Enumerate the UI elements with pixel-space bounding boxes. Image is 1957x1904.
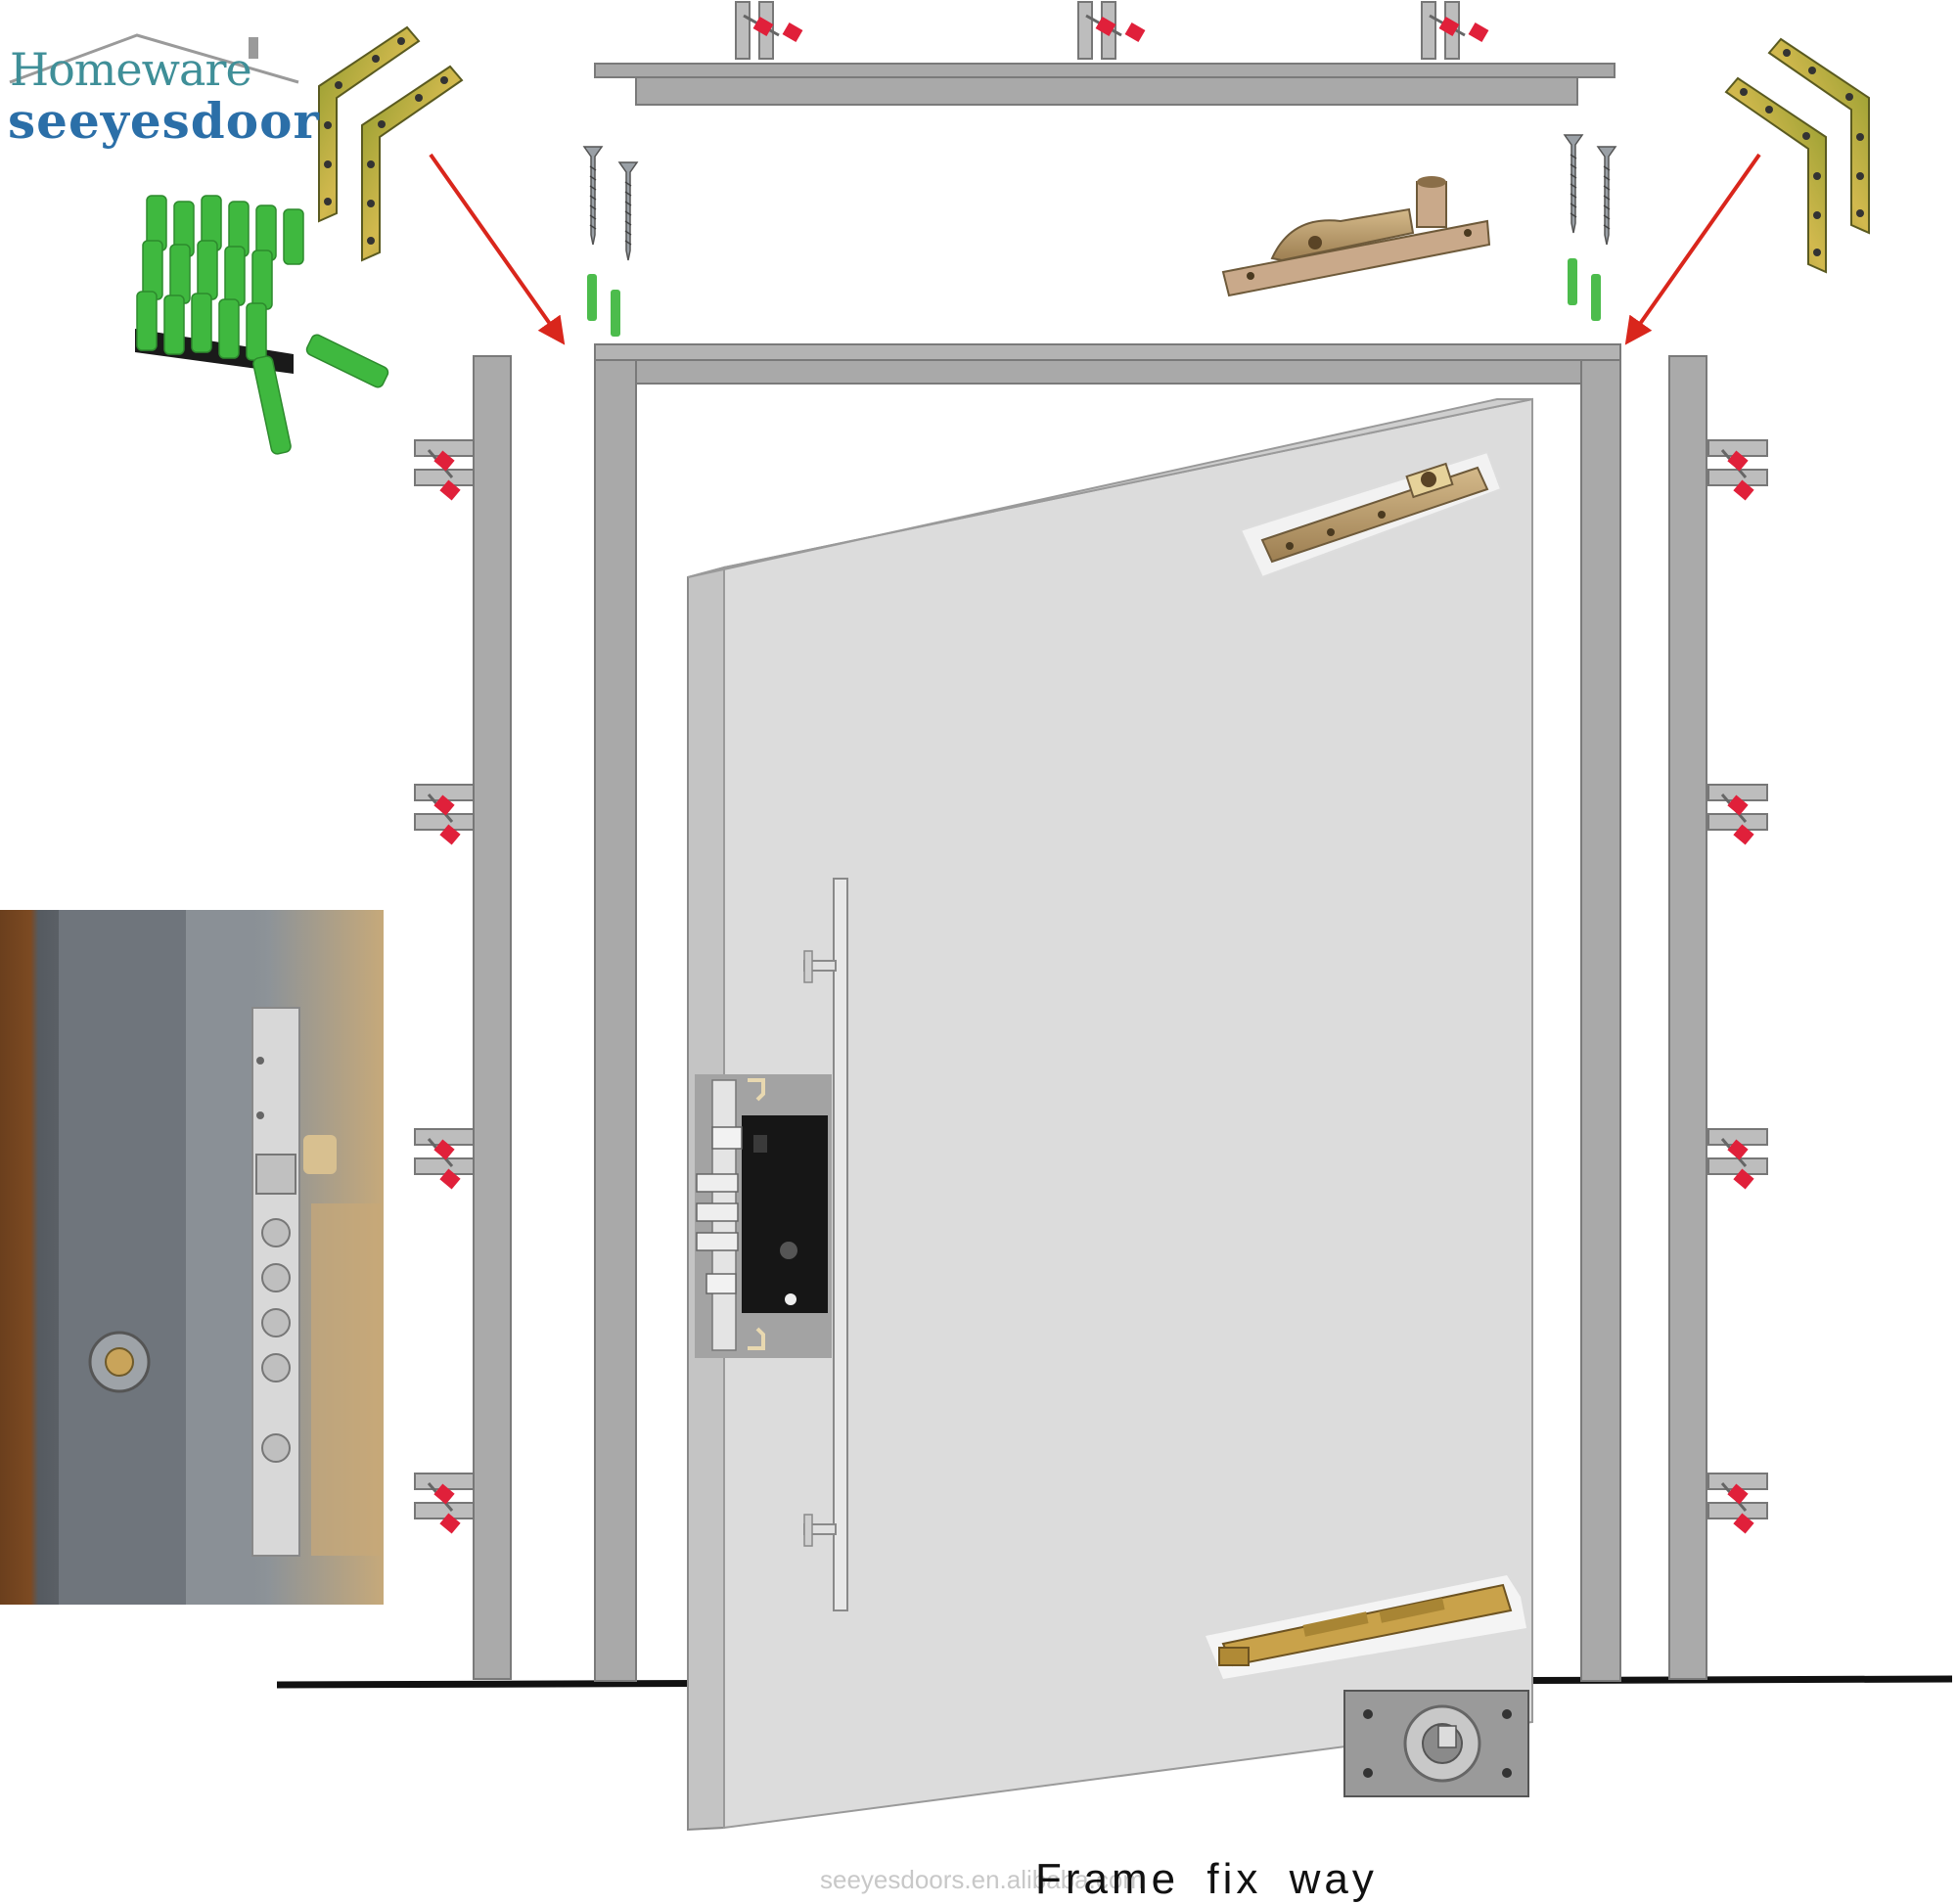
top-pivot-hinge	[1239, 450, 1503, 579]
frame-anchor-bolt	[1420, 0, 1490, 61]
screw	[583, 146, 603, 246]
frame-anchor-bolt	[1076, 0, 1147, 61]
frame-anchor-bolt	[1707, 1472, 1769, 1536]
logo-homeware-text: Homeware	[10, 43, 252, 96]
bottom-pivot-hinge	[1206, 1575, 1526, 1679]
watermark-text: seeyesdoors.en.alibaba.com	[820, 1865, 1144, 1894]
frame-anchor-bolt	[413, 1472, 476, 1536]
head-frame-exploded	[594, 63, 1616, 106]
angle-bracket	[361, 66, 463, 261]
arrow-icon	[1624, 153, 1761, 345]
right-jamb	[1580, 359, 1621, 1682]
screw	[618, 161, 638, 261]
screws-left	[583, 146, 638, 337]
screw	[1564, 134, 1583, 234]
right-jamb-exploded	[1668, 355, 1707, 1680]
left-jamb-exploded	[473, 355, 512, 1680]
plastic-wall-plug	[587, 274, 597, 321]
angle-brackets-right	[1725, 38, 1870, 273]
plastic-wall-plug	[1568, 258, 1577, 305]
frame-anchor-bolt	[413, 438, 476, 503]
frame-anchor-bolt	[413, 783, 476, 847]
diagram-caption: Frame fix way	[1035, 1855, 1378, 1903]
frame-anchor-bolt	[734, 0, 804, 61]
mortise-lock	[695, 1074, 832, 1358]
frame-anchor-bolt	[413, 1127, 476, 1192]
frame-anchor-bolt	[1707, 438, 1769, 503]
angle-bracket	[1725, 77, 1827, 273]
wall-plug-pack	[135, 195, 389, 455]
plastic-wall-plug	[611, 290, 620, 337]
frame-anchor-bolt	[1707, 1127, 1769, 1192]
angle-brackets-left	[318, 26, 463, 261]
floor-pivot-plate	[1343, 1690, 1529, 1797]
screws-right	[1564, 134, 1616, 321]
top-pivot-hinge-exploded	[1221, 176, 1491, 297]
pull-handle	[803, 878, 848, 1611]
lock-photo	[0, 910, 384, 1605]
head-frame	[594, 343, 1621, 385]
plastic-wall-plug	[1591, 274, 1601, 321]
screw	[1597, 146, 1616, 246]
left-jamb	[594, 359, 637, 1682]
frame-anchor-bolt	[1707, 783, 1769, 847]
logo-roof-icon	[9, 33, 299, 84]
arrow-icon	[429, 153, 566, 345]
logo-brand-text: seeyesdoor	[8, 92, 320, 150]
